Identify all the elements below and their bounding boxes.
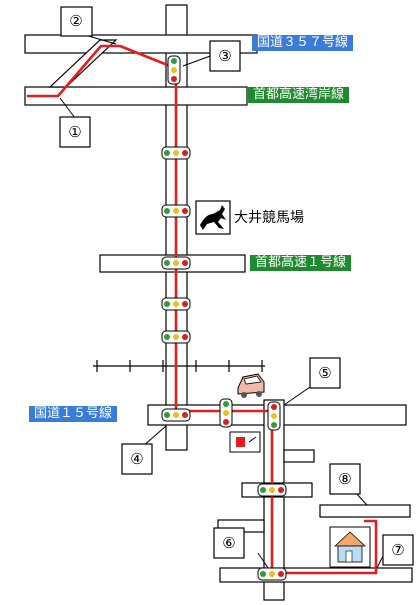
rail-line: [93, 360, 265, 372]
road-diagonal-connector: [48, 39, 118, 88]
svg-text:①: ①: [68, 123, 81, 141]
shop-icon: [229, 431, 261, 453]
roads: [24, 4, 413, 601]
traffic-light-icon: [161, 408, 191, 422]
callout-leaders: [59, 32, 384, 569]
traffic-light-icon: [167, 55, 181, 85]
street-5: [219, 567, 413, 583]
traffic-light-icon: [257, 483, 287, 497]
traffic-light-icon: [161, 256, 191, 270]
road-local-vertical: [263, 399, 285, 601]
street-1: [283, 449, 315, 463]
svg-text:⑤: ⑤: [318, 364, 331, 382]
label-route-357: 国道３５７号線: [252, 35, 354, 51]
svg-text:②: ②: [69, 12, 82, 30]
marker-1: ①: [59, 116, 91, 148]
traffic-light-icon: [257, 567, 287, 581]
car-icon: [237, 373, 265, 398]
traffic-light-icon: [267, 401, 281, 431]
horse-racecourse-icon: [195, 200, 231, 235]
marker-3: ③: [209, 40, 241, 72]
traffic-lights: [161, 55, 287, 581]
traffic-light-icon: [161, 146, 191, 160]
label-route-15: 国道１５号線: [29, 406, 118, 422]
route-line: [26, 44, 378, 575]
marker-5: ⑤: [309, 357, 341, 389]
label-bayshore-expressway: 首都高速湾岸線: [248, 87, 350, 103]
svg-text:⑦: ⑦: [391, 541, 404, 559]
traffic-light-icon: [219, 398, 233, 428]
traffic-light-icon: [161, 330, 191, 344]
label-racecourse: 大井競馬場: [234, 210, 304, 226]
label-shuto-1: 首都高速１号線: [250, 255, 352, 271]
svg-text:⑥: ⑥: [222, 534, 235, 552]
traffic-light-icon: [161, 204, 191, 218]
svg-text:⑧: ⑧: [338, 470, 351, 488]
house-icon: [329, 526, 371, 568]
svg-text:③: ③: [218, 47, 231, 65]
marker-7: ⑦: [382, 534, 414, 566]
road-bayshore-expressway: [24, 86, 248, 106]
marker-8: ⑧: [329, 463, 361, 495]
svg-text:④: ④: [130, 450, 143, 468]
street-3: [319, 504, 411, 518]
marker-6: ⑥: [213, 527, 245, 559]
traffic-light-icon: [161, 297, 191, 311]
marker-2: ②: [60, 6, 93, 37]
marker-4: ④: [121, 443, 153, 475]
